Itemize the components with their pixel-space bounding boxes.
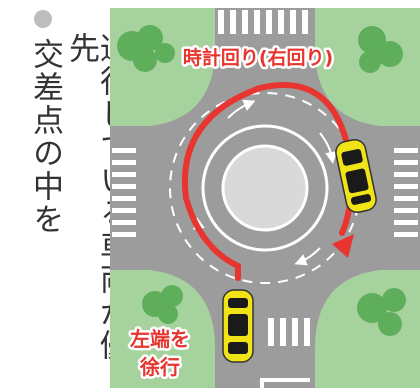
central-island [221,144,309,232]
crosswalk-left [112,148,136,237]
roundabout-diagram: 時計回り(右回り) 左端を 徐行 [110,8,420,388]
crosswalk-top [218,10,308,34]
tree-icon [358,26,403,73]
crosswalk-right [394,148,418,237]
red-arrow-head [332,234,354,258]
tree-icon [117,25,175,72]
direction-label: 時計回り(右回り) [183,46,333,69]
tree-icon [357,288,406,336]
direction-arrow-icon [294,247,321,266]
heading-line-1: 交差点の中を [27,38,63,236]
direction-arrow-icon [319,132,337,164]
stop-line [260,378,264,388]
caution-label-line2: 徐行 [139,355,180,379]
direction-arrow-icon [227,99,256,119]
caution-label-line1: 左端を [130,327,190,351]
tree-icon [142,285,183,324]
crosswalk-bottom [268,318,310,346]
car-icon [335,138,377,214]
grass-bottom-left [110,270,215,388]
car-icon [222,289,254,363]
bullet-circle-icon [34,10,52,28]
